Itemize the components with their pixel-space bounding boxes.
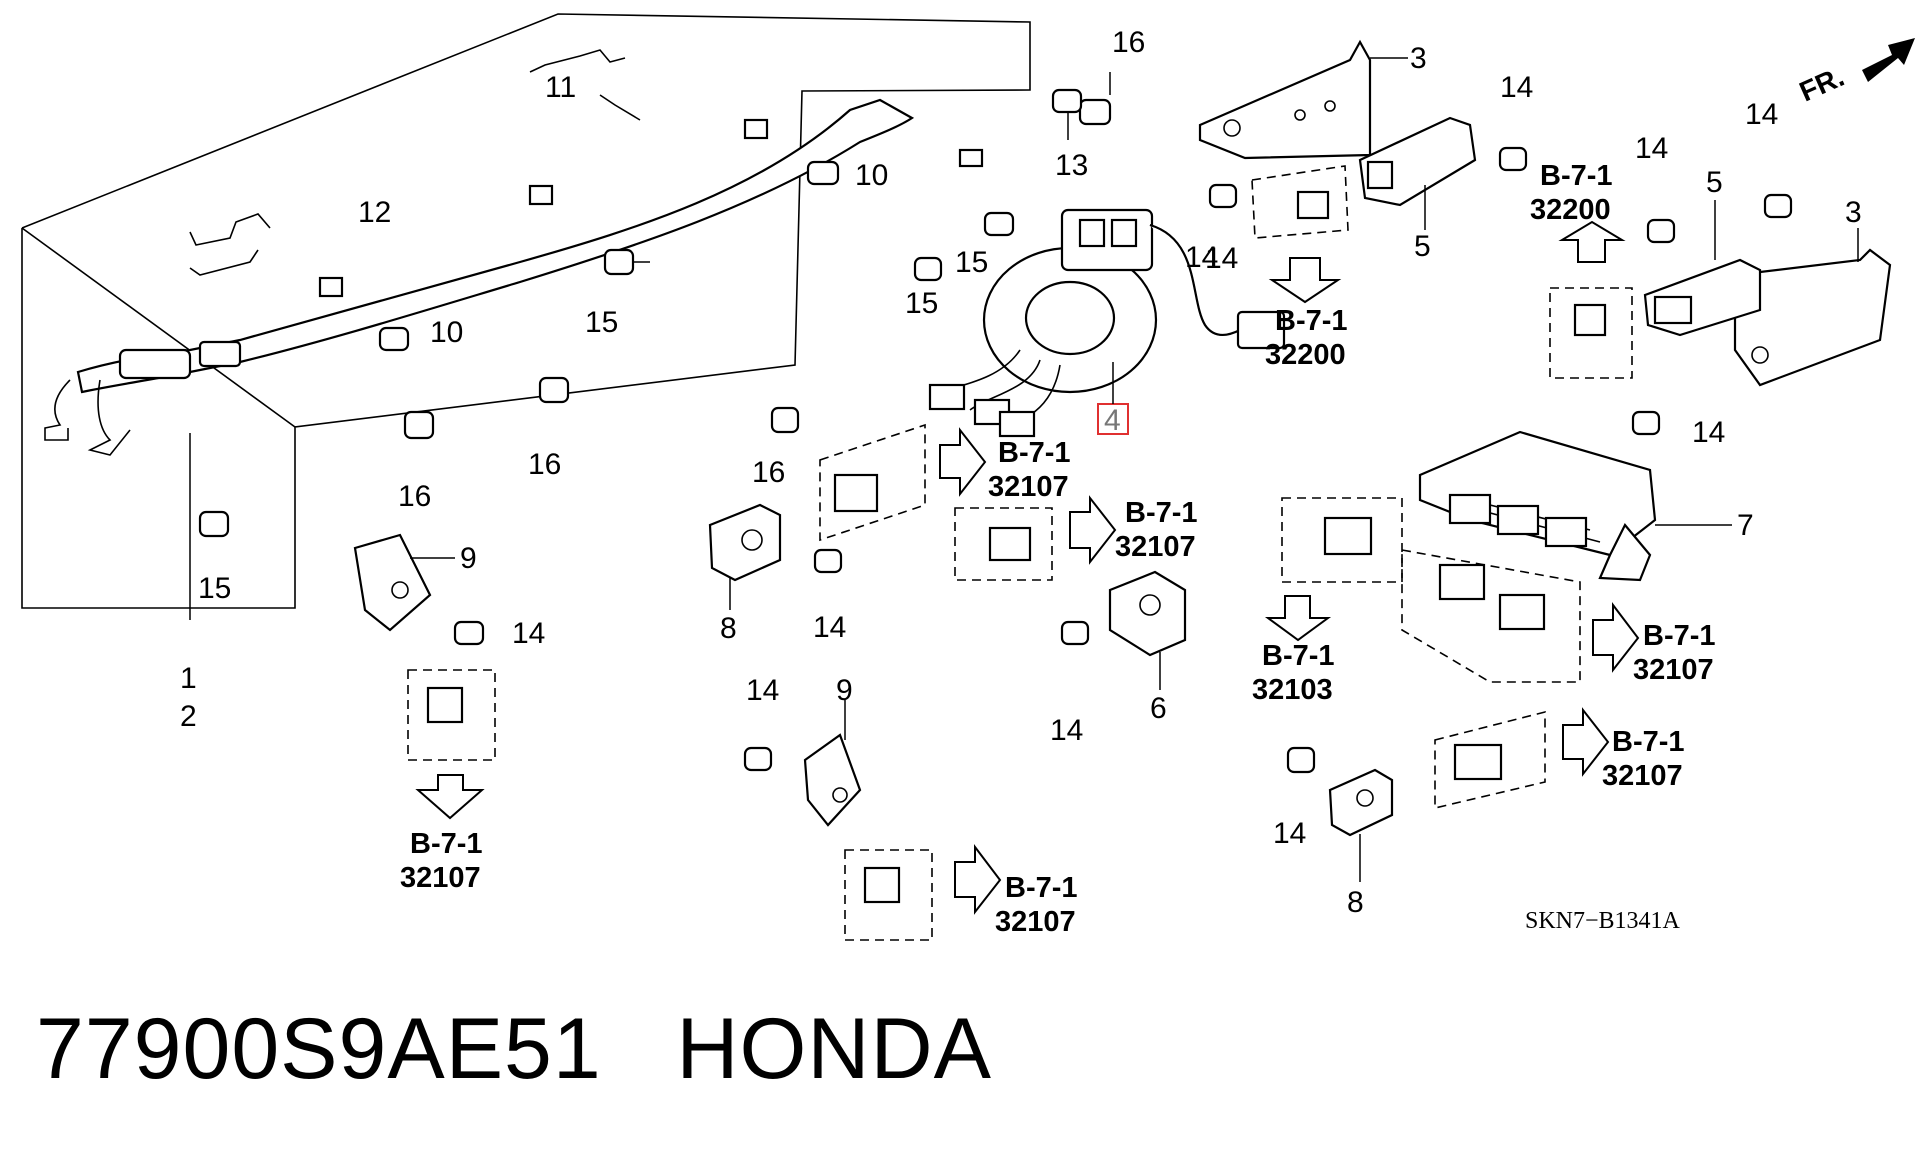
callout: 6 [1150, 692, 1167, 725]
callout: 14 [1500, 71, 1533, 104]
callout: 14 [1185, 241, 1218, 274]
callout: 16 [752, 456, 785, 489]
ref-code: 32107 [1115, 531, 1196, 563]
ref-section: B-7-1 [1275, 305, 1348, 337]
callout: 14 [746, 674, 779, 707]
ref-section: B-7-1 [1262, 640, 1335, 672]
callout: 12 [358, 196, 391, 229]
callout: 3 [1845, 196, 1862, 229]
callout: 13 [1055, 149, 1088, 182]
ref-section: B-7-1 [1612, 726, 1685, 758]
sensors-6-8-9 [353, 503, 1394, 882]
callout: 5 [1414, 230, 1431, 263]
callout: 11 [545, 71, 576, 104]
callout-highlighted: 4 [1104, 404, 1121, 437]
callout-numbers: 1 2 3 3 4 5 5 6 7 8 8 9 9 10 10 11 12 13… [180, 26, 1862, 919]
clock-spring-4 [928, 208, 1286, 438]
brand-name: HONDA [676, 1001, 992, 1097]
callout: 14 [1692, 416, 1725, 449]
callout: 9 [460, 542, 477, 575]
callout: 15 [585, 306, 618, 339]
bolts [198, 72, 1793, 774]
callout: 16 [1112, 26, 1145, 59]
ref-code: 32107 [1633, 654, 1714, 686]
connector-boxes [407, 165, 1633, 941]
ref-code: 32107 [988, 471, 1069, 503]
callout: 15 [198, 572, 231, 605]
callout: 14 [813, 611, 846, 644]
callout: 14 [512, 617, 545, 650]
callout: 8 [720, 612, 737, 645]
callout: 16 [528, 448, 561, 481]
callout: 2 [180, 700, 197, 733]
callout: 16 [398, 480, 431, 513]
callout: 9 [836, 674, 853, 707]
drawing-code: SKN7−B1341A [1525, 908, 1681, 934]
brackets-3 [1198, 39, 1892, 387]
ref-section: B-7-1 [1643, 620, 1716, 652]
callout: 8 [1347, 886, 1364, 919]
callout: 14 [1745, 98, 1778, 131]
callout: 10 [430, 316, 463, 349]
callout: 14 [1050, 714, 1083, 747]
srs-unit-7 [1418, 430, 1732, 582]
ref-code: 32107 [400, 862, 481, 894]
callout: 5 [1706, 166, 1723, 199]
callout: 7 [1737, 509, 1754, 542]
harness-assembly-1-2 [21, 13, 1031, 620]
ref-code: 32107 [1602, 760, 1683, 792]
front-direction-arrow: FR. [1795, 38, 1915, 107]
caption: 77900S9AE51 HONDA [36, 1000, 992, 1099]
callout: 14 [1205, 242, 1238, 275]
callout: 15 [905, 287, 938, 320]
callout: 14 [1635, 132, 1668, 165]
sensors-5 [1358, 116, 1762, 337]
part-number: 77900S9AE51 [36, 1001, 602, 1097]
ref-code: 32200 [1265, 339, 1346, 371]
callout: 3 [1410, 42, 1427, 75]
callout: 14 [1273, 817, 1306, 850]
callout: 1 [180, 662, 197, 695]
ref-code: 32103 [1252, 674, 1333, 706]
ref-section: B-7-1 [410, 828, 483, 860]
ref-code: 32107 [995, 906, 1076, 938]
callout: 15 [955, 246, 988, 279]
ref-section: B-7-1 [998, 437, 1071, 469]
direction-label: FR. [1795, 61, 1849, 108]
ref-code: 32200 [1530, 194, 1611, 226]
ref-section: B-7-1 [1125, 497, 1198, 529]
cross-references: B-7-1 32200 B-7-1 32200 B-7-1 32107 B-7-… [400, 160, 1716, 938]
ref-section: B-7-1 [1005, 872, 1078, 904]
ref-section: B-7-1 [1540, 160, 1613, 192]
callout: 10 [855, 159, 888, 192]
reference-arrows [415, 220, 1640, 915]
